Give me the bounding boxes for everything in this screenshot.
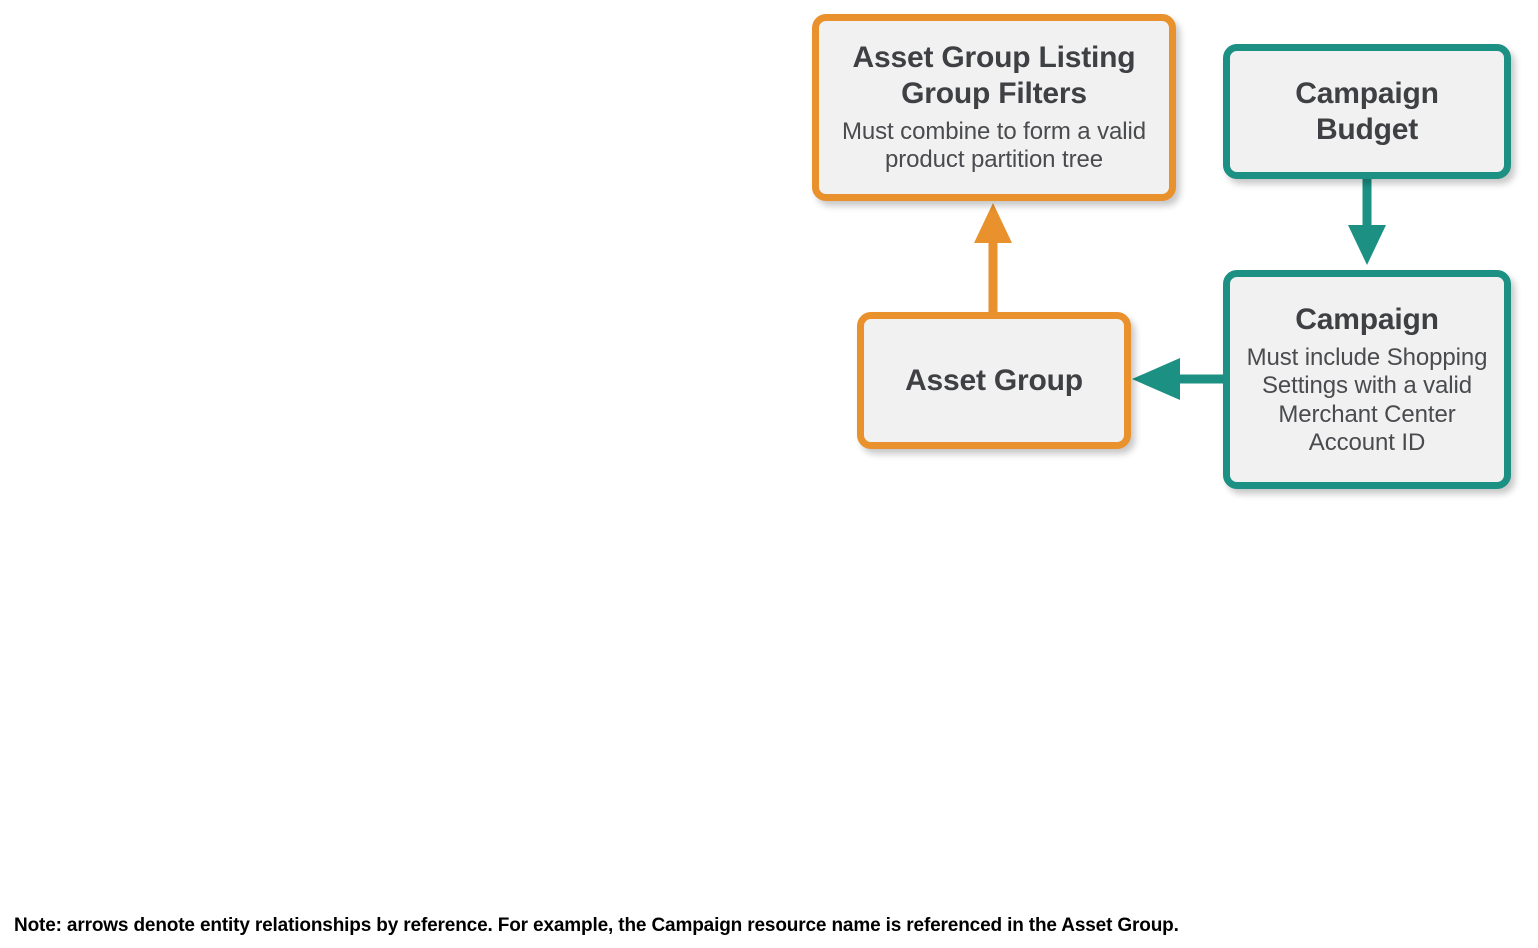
node-title: Campaign Budget <box>1295 77 1439 146</box>
node-title: Asset Group Listing Group Filters <box>852 41 1136 110</box>
node-campaign-budget[interactable]: Campaign Budget <box>1223 44 1511 179</box>
arrow-campaign-budget-to-campaign <box>1348 178 1386 265</box>
node-asset-group[interactable]: Asset Group <box>857 312 1131 449</box>
diagram-footnote: Note: arrows denote entity relationships… <box>14 915 1179 936</box>
node-description: Must include Shopping Settings with a va… <box>1246 344 1488 456</box>
node-title: Campaign <box>1295 302 1439 336</box>
arrow-campaign-to-asset-group <box>1132 358 1223 400</box>
node-description: Must combine to form a valid product par… <box>842 118 1146 174</box>
node-asset-group-listing-group-filters[interactable]: Asset Group Listing Group Filters Must c… <box>812 14 1176 201</box>
arrow-asset-group-to-filters <box>974 203 1012 313</box>
node-campaign[interactable]: Campaign Must include Shopping Settings … <box>1223 270 1511 489</box>
node-title: Asset Group <box>905 363 1083 397</box>
